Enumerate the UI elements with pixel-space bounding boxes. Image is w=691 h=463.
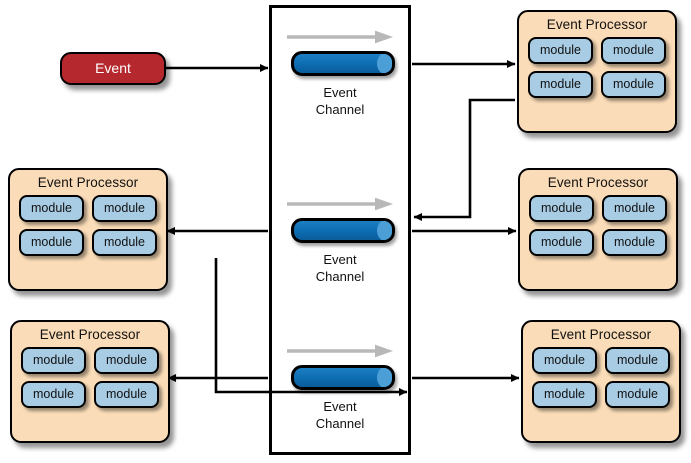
processor-bottom-right-title: Event Processor bbox=[550, 327, 652, 342]
channel-2-label-line1: Event bbox=[323, 252, 357, 267]
flow-arrow-icon-3 bbox=[287, 344, 393, 358]
pipe-cap-icon-1 bbox=[377, 54, 392, 73]
processor-bottom-left-title: Event Processor bbox=[39, 327, 141, 342]
wire-proc-top-right-to-channel2 bbox=[413, 98, 515, 222]
module-box[interactable]: module bbox=[602, 195, 667, 222]
module-box[interactable]: module bbox=[532, 347, 597, 374]
flow-arrow-icon-2 bbox=[287, 197, 393, 211]
channel-1-label-line2: Channel bbox=[315, 101, 365, 117]
processor-mid-left[interactable]: Event Processor module module module mod… bbox=[8, 168, 168, 291]
wire-proc-mid-left-to-channel3 bbox=[214, 258, 408, 397]
module-box[interactable]: module bbox=[21, 381, 86, 408]
processor-mid-right-title: Event Processor bbox=[547, 175, 649, 190]
module-box[interactable]: module bbox=[94, 381, 159, 408]
module-box[interactable]: module bbox=[532, 381, 597, 408]
module-box[interactable]: module bbox=[529, 229, 594, 256]
module-box[interactable]: module bbox=[601, 71, 666, 98]
module-box[interactable]: module bbox=[528, 37, 593, 64]
module-box[interactable]: module bbox=[602, 229, 667, 256]
module-box[interactable]: module bbox=[19, 229, 84, 256]
processor-bottom-right[interactable]: Event Processor module module module mod… bbox=[521, 320, 681, 443]
module-box[interactable]: module bbox=[528, 71, 593, 98]
module-box[interactable]: module bbox=[94, 347, 159, 374]
processor-mid-left-modules: module module module module bbox=[10, 190, 166, 265]
channel-3-label: Event Channel bbox=[269, 399, 411, 432]
channel-2-label-line2: Channel bbox=[315, 268, 365, 284]
processor-top-right-modules: module module module module bbox=[519, 32, 675, 107]
processor-mid-left-title: Event Processor bbox=[37, 175, 139, 190]
channel-3-label-line1: Event bbox=[323, 399, 357, 414]
module-box[interactable]: module bbox=[19, 195, 84, 222]
processor-top-right-title: Event Processor bbox=[546, 17, 648, 32]
module-box[interactable]: module bbox=[601, 37, 666, 64]
module-box[interactable]: module bbox=[605, 347, 670, 374]
event-broker-frame bbox=[269, 5, 411, 455]
event-label: Event bbox=[95, 60, 131, 76]
pipe-cap-icon-3 bbox=[377, 368, 392, 387]
processor-mid-right[interactable]: Event Processor module module module mod… bbox=[518, 168, 678, 291]
channel-2-label: Event Channel bbox=[269, 252, 411, 285]
channel-pipe-3 bbox=[291, 365, 395, 390]
channel-3-label-line2: Channel bbox=[315, 415, 365, 431]
processor-top-right[interactable]: Event Processor module module module mod… bbox=[517, 10, 677, 133]
event-box[interactable]: Event bbox=[60, 52, 166, 85]
channel-1-label: Event Channel bbox=[269, 85, 411, 118]
module-box[interactable]: module bbox=[21, 347, 86, 374]
channel-1: Event Channel bbox=[269, 5, 411, 155]
channel-3: Event Channel bbox=[269, 319, 411, 463]
pipe-cap-icon-2 bbox=[377, 221, 392, 240]
module-box[interactable]: module bbox=[92, 195, 157, 222]
channel-1-label-line1: Event bbox=[323, 85, 357, 100]
channel-pipe-1 bbox=[291, 51, 395, 76]
processor-bottom-left[interactable]: Event Processor module module module mod… bbox=[10, 320, 170, 443]
channel-pipe-2 bbox=[291, 218, 395, 243]
processor-mid-right-modules: module module module module bbox=[520, 190, 676, 265]
processor-bottom-right-modules: module module module module bbox=[523, 342, 679, 417]
channel-2: Event Channel bbox=[269, 172, 411, 322]
module-box[interactable]: module bbox=[92, 229, 157, 256]
flow-arrow-icon-1 bbox=[287, 30, 393, 44]
module-box[interactable]: module bbox=[605, 381, 670, 408]
processor-bottom-left-modules: module module module module bbox=[12, 342, 168, 417]
module-box[interactable]: module bbox=[529, 195, 594, 222]
